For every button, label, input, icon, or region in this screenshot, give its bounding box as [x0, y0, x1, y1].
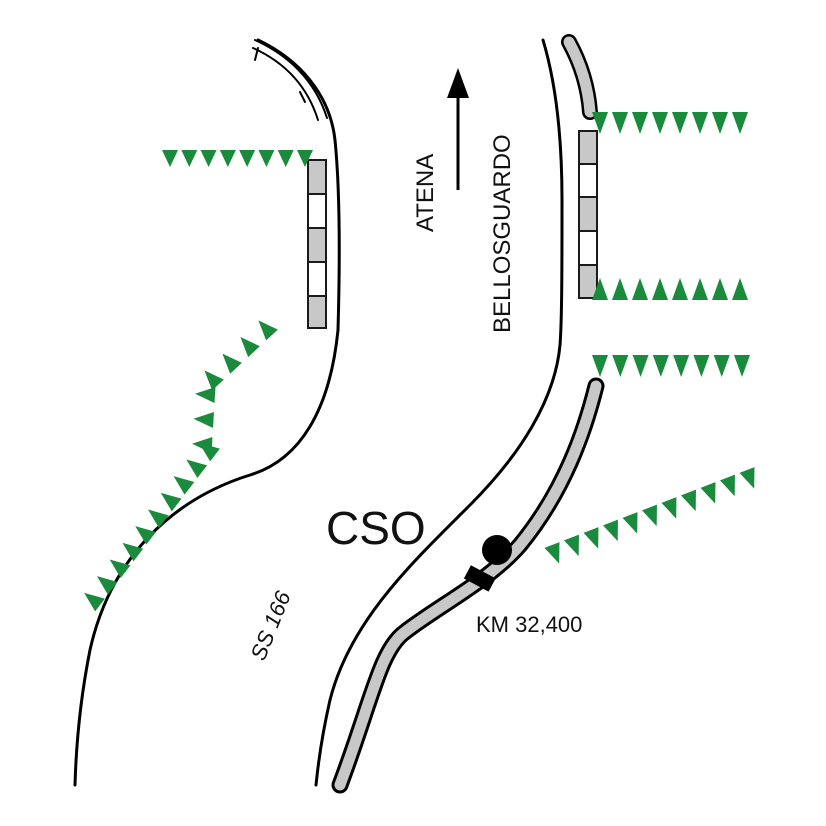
veg-row-left-top [162, 150, 313, 167]
vegetation-triangle [720, 474, 735, 497]
vegetation-triangle [277, 150, 294, 167]
vegetation-triangle [732, 278, 748, 300]
vegetation-triangle [652, 112, 668, 134]
vegetation-triangle [632, 278, 648, 300]
vegetation-triangle [612, 278, 628, 300]
vegetation-triangle [583, 527, 599, 549]
station-dot-icon [482, 535, 512, 565]
vegetation-triangle [652, 355, 669, 377]
veg-row-right-3 [592, 355, 750, 377]
vegetation-triangle [592, 112, 608, 134]
vegetation-triangle [732, 112, 748, 134]
vegetation-triangle [192, 437, 213, 453]
vegetation-triangle [672, 112, 688, 134]
vegetation-triangle [297, 150, 313, 167]
road-left-edge [73, 38, 341, 787]
vegetation-triangle [186, 459, 208, 479]
vegetation-triangle [239, 150, 256, 167]
vegetation-triangle [642, 504, 657, 527]
vegetation-triangle [200, 150, 217, 167]
vegetation-triangle [672, 278, 688, 300]
vegetation-triangle [612, 112, 628, 134]
vegetation-triangle [712, 278, 728, 300]
label-atena: ATENA [412, 154, 439, 232]
vegetation-triangle [661, 497, 677, 519]
vegetation-triangle [109, 559, 131, 579]
veg-row-right-1 [592, 112, 748, 134]
veg-row-right-2 [592, 278, 748, 300]
vegetation-triangle [712, 112, 728, 134]
vegetation-triangle [652, 278, 668, 300]
vegetation-triangle [673, 355, 690, 377]
vegetation-triangle [96, 576, 118, 595]
vegetation-triangle [632, 355, 649, 377]
retaining-wall-left [307, 159, 327, 329]
vegetation-triangle [135, 526, 156, 545]
vegetation-triangle [592, 355, 608, 377]
veg-row-left-b [192, 387, 216, 453]
vegetation-triangle [592, 278, 608, 300]
label-km: KM 32,400 [476, 612, 582, 637]
veg-row-left-a [84, 442, 220, 612]
vegetation-triangle [612, 355, 629, 377]
vegetation-triangle [240, 336, 260, 358]
vegetation-triangle [193, 412, 214, 428]
vegetation-triangle [692, 278, 708, 300]
vegetation-triangle [195, 387, 216, 403]
vegetation-triangle [222, 353, 242, 374]
vegetation-triangle [681, 489, 696, 512]
vegetation-triangle [734, 355, 750, 377]
vegetation-triangle [173, 476, 195, 495]
vegetation-triangle [713, 355, 730, 377]
vegetation-triangle [181, 150, 198, 167]
label-road-ss166: SS 166 [245, 587, 295, 664]
vegetation-triangle [739, 467, 755, 489]
rail-curve-top-left [252, 39, 328, 121]
vegetation-triangle [122, 542, 144, 562]
vegetation-triangle [162, 150, 178, 167]
veg-row-right-4 [544, 467, 755, 564]
vegetation-triangle [84, 592, 105, 612]
vegetation-triangle [148, 509, 169, 529]
label-bellosguardo: BELLOSGUARDO [489, 134, 516, 333]
vegetation-triangle [160, 492, 182, 512]
vegetation-triangle [692, 112, 708, 134]
vegetation-triangle [693, 355, 710, 377]
vegetation-triangle [258, 150, 275, 167]
north-arrow-icon [447, 68, 469, 190]
vegetation-triangle [258, 320, 278, 341]
vegetation-layer [84, 112, 755, 612]
vegetation-triangle [544, 542, 560, 564]
road-right-edge [314, 38, 564, 787]
label-station-cso: CSO [326, 502, 426, 554]
vegetation-triangle [632, 112, 648, 134]
retaining-wall-right [578, 130, 598, 299]
vegetation-triangle [700, 482, 716, 504]
vegetation-triangle [204, 370, 224, 391]
km-marker-icon [463, 565, 496, 592]
veg-row-left-c [204, 320, 278, 391]
vegetation-triangle [219, 150, 236, 167]
vegetation-triangle [564, 534, 579, 557]
vegetation-triangle [622, 512, 638, 534]
vegetation-triangle [603, 519, 618, 542]
